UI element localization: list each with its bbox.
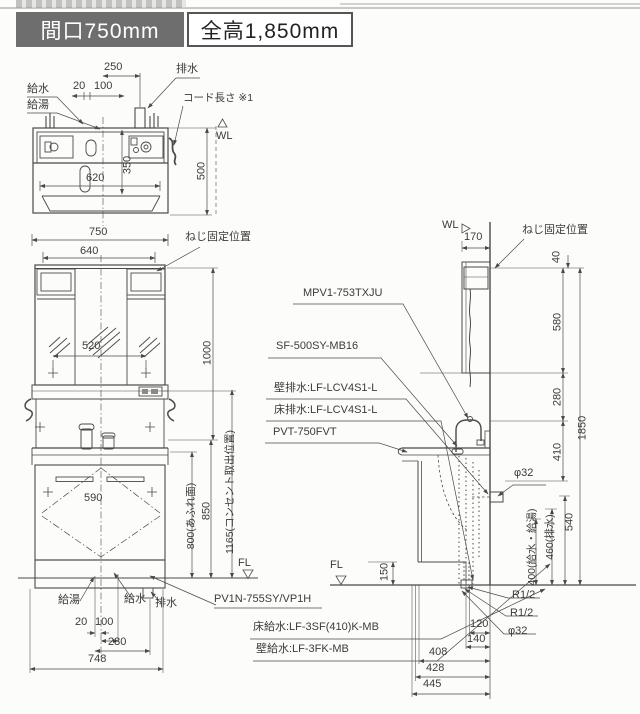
side-dim-408: 408 xyxy=(429,646,448,658)
plan-dim-100: 100 xyxy=(94,80,113,92)
side-dim-580: 580 xyxy=(551,312,564,332)
front-dim-520: 520 xyxy=(82,340,101,352)
callout-washbasin: SF-500SY-MB16 xyxy=(276,340,359,352)
plan-cord-label: コード長さ ※1 xyxy=(183,92,254,104)
callout-wall-drain: 壁排水:LF-LCV4S1-L xyxy=(274,382,378,394)
plan-supply-label: 給水 xyxy=(27,83,49,95)
front-hot-label: 給湯 xyxy=(58,594,80,606)
callout-wall-supply: 壁給水:LF-3FK-MB xyxy=(256,643,349,655)
side-dim-460: 460(排水) xyxy=(543,514,556,560)
side-dim-140: 140 xyxy=(467,633,486,645)
front-dim-750: 750 xyxy=(89,226,108,238)
front-dim-748: 748 xyxy=(88,653,107,665)
front-drain-label: 排水 xyxy=(155,597,177,609)
plan-drain-label: 排水 xyxy=(176,63,198,75)
callout-mirror-unit: MPV1-753TXJU xyxy=(303,287,383,299)
side-wl-label: WL xyxy=(442,219,459,231)
front-dim-20: 20 xyxy=(75,616,88,628)
side-dim-1850: 1850 xyxy=(576,415,589,441)
front-dim-1165: 1165(コンセント取出位置) xyxy=(223,429,236,555)
mid-fl-label: FL xyxy=(330,559,343,571)
scan-artifact-dashes xyxy=(16,0,186,8)
front-dim-590: 590 xyxy=(84,492,103,504)
side-r12-a: R1/2 xyxy=(512,589,536,601)
plan-wl-label: WL xyxy=(216,130,233,142)
front-dim-1000: 1000 xyxy=(201,340,214,366)
front-dim-800: 800(あふれ面) xyxy=(184,482,197,550)
callout-floor-supply: 床給水:LF-3SF(410)K-MB xyxy=(253,621,379,633)
front-dim-100: 100 xyxy=(95,616,114,628)
side-dim-410: 410 xyxy=(551,442,564,462)
front-dim-640: 640 xyxy=(80,245,99,257)
front-fl-label: FL xyxy=(238,557,251,569)
plan-hot-label: 給湯 xyxy=(27,99,49,111)
callout-floor-drain: 床排水:LF-LCV4S1-L xyxy=(274,404,378,416)
plan-dim-350: 350 xyxy=(121,155,134,175)
side-dim-280: 280 xyxy=(551,387,564,407)
front-supply-label: 給水 xyxy=(124,593,146,605)
side-dim-400: 400(給水・給湯) xyxy=(525,508,538,586)
side-r12-b: R1/2 xyxy=(510,607,534,619)
front-dim-850: 850 xyxy=(200,501,213,521)
side-dim-40: 40 xyxy=(550,250,563,264)
height-badge: 全高1,850mm xyxy=(187,12,353,47)
plan-dim-250: 250 xyxy=(104,61,123,73)
side-screw-label: ねじ固定位置 xyxy=(522,224,588,236)
side-dim-120: 120 xyxy=(470,618,489,630)
width-badge: 間口750mm xyxy=(16,12,184,47)
plan-dim-620: 620 xyxy=(86,172,105,184)
side-phi32-lower: φ32 xyxy=(508,625,528,637)
scan-artifact-line-right xyxy=(340,3,640,5)
scan-artifact-line xyxy=(0,7,640,9)
front-model-label: PV1N-755SY/VP1H xyxy=(214,593,312,605)
callout-counter-top: PVT-750FVT xyxy=(273,426,337,438)
front-screw-label: ねじ固定位置 xyxy=(185,231,251,243)
side-dim-170: 170 xyxy=(464,231,483,243)
mid-dim-150: 150 xyxy=(378,562,391,582)
front-dim-280: 280 xyxy=(108,636,127,648)
plan-dim-20: 20 xyxy=(73,80,86,92)
side-dim-428: 428 xyxy=(426,662,445,674)
side-dim-540: 540 xyxy=(563,512,576,532)
plan-dim-500: 500 xyxy=(195,161,208,181)
side-dim-445: 445 xyxy=(423,678,442,690)
side-phi32-upper: φ32 xyxy=(514,467,534,479)
